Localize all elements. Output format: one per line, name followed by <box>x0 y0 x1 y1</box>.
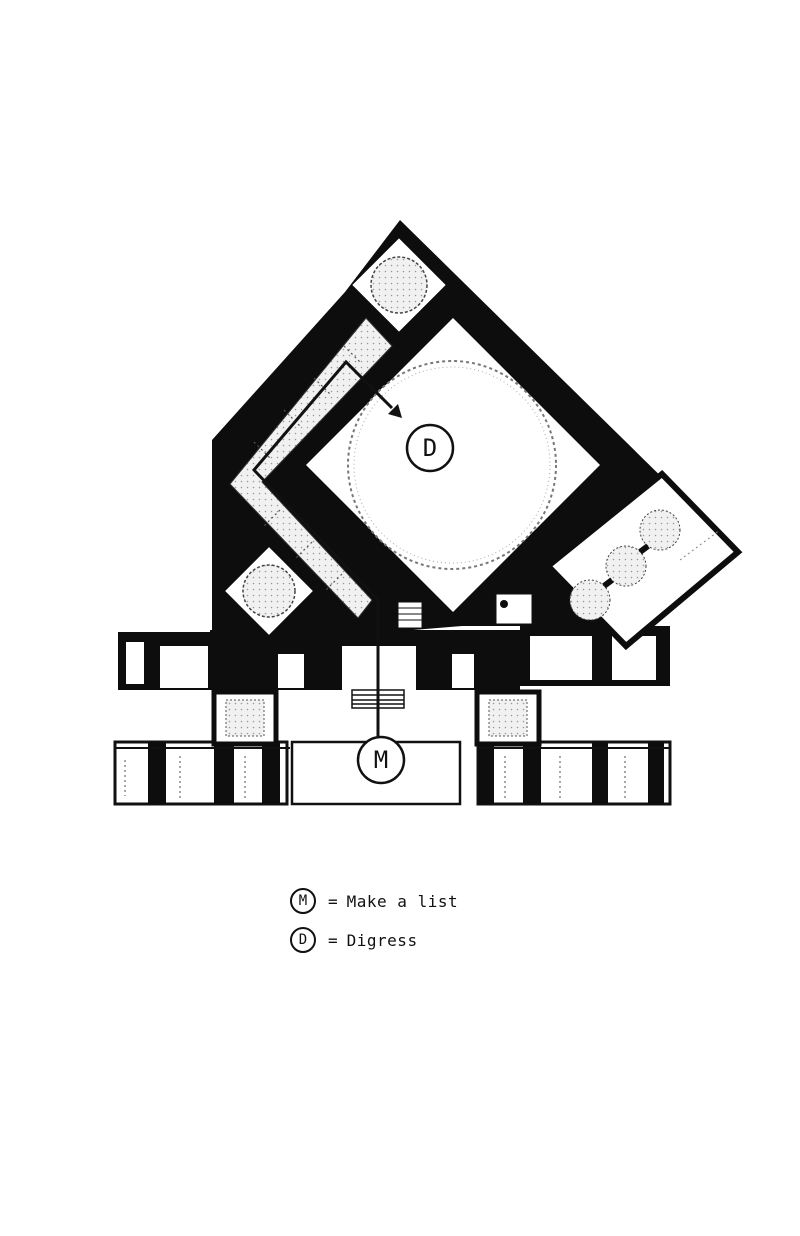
legend-label-digress: Digress <box>346 930 418 950</box>
rotated-complex <box>212 220 743 651</box>
legend-badge-d: D <box>290 927 316 953</box>
marker-m-letter: M <box>374 746 388 774</box>
marker-d: D <box>405 423 455 473</box>
entrance-zone <box>118 626 670 747</box>
legend-badge-m: M <box>290 888 316 914</box>
legend-item-digress: D = Digress <box>290 925 550 955</box>
legend-equals: = <box>328 930 338 950</box>
legend-equals: = <box>328 891 338 911</box>
legend-label-make-a-list: Make a list <box>346 891 459 911</box>
route-arrowhead <box>388 404 402 418</box>
legend-item-make-a-list: M = Make a list <box>290 886 550 916</box>
lower-arcade <box>113 740 672 806</box>
marker-d-letter: D <box>423 434 437 462</box>
legend: M = Make a list D = Digress <box>290 886 550 964</box>
marker-m: M <box>356 735 406 785</box>
route-path <box>251 359 402 738</box>
